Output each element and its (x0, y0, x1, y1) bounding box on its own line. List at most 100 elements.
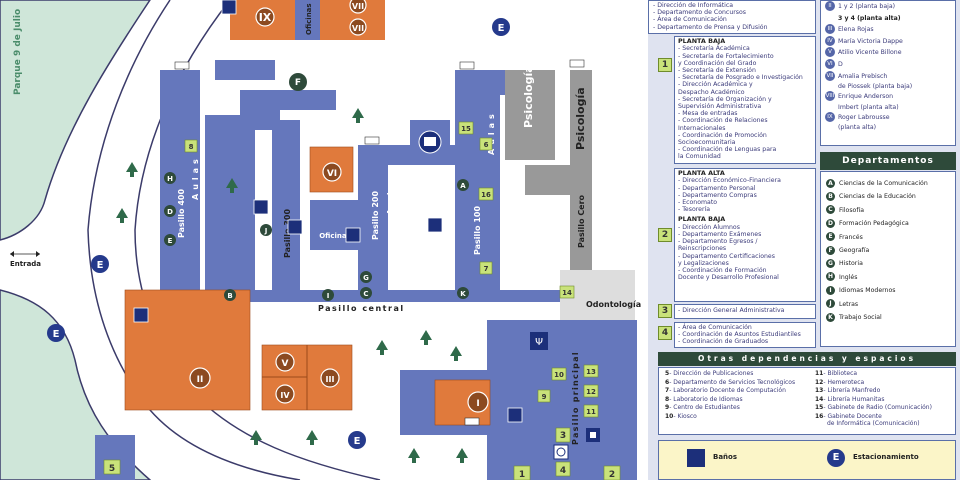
label-entrada: Entrada (10, 260, 41, 268)
legend-header: PLANTA ALTA (678, 169, 725, 177)
legend-line: - Coordinación de Graduados (678, 338, 769, 346)
legend-line: - Área de Comunicación (678, 324, 752, 331)
wing-row: 3 y 4 (planta alta) (825, 13, 951, 25)
label-pasillo-100: Pasillo 100 (473, 206, 482, 255)
legend-line: Supervisión Administrativa (678, 103, 762, 111)
svg-text:16: 16 (481, 191, 491, 199)
parking-marker-3: E (47, 324, 65, 342)
legend-line: - Mesa de entradas (678, 110, 738, 118)
svg-text:IV: IV (280, 391, 290, 400)
label-pasillo-400: Pasillo 400 (177, 189, 186, 238)
legend-line: Despacho Académico (678, 88, 745, 96)
wing-name: 1 y 2 (planta baja) (838, 3, 896, 10)
num-10: 10 (551, 367, 567, 381)
dept-marker-g: G (360, 271, 372, 283)
num-6: 6 (479, 137, 493, 151)
dept-name: Letras (839, 300, 859, 308)
svg-text:VII: VII (352, 2, 364, 11)
num-8: 8 (184, 139, 198, 153)
wing-name: (planta alta) (838, 124, 877, 132)
dept-badge: B (826, 191, 835, 201)
label-psicologia: Psicología (522, 65, 535, 128)
num-1: 1 (513, 465, 531, 480)
dept-badge: C (826, 205, 835, 215)
dept-name: Ciencias de la Educación (839, 193, 916, 201)
legend-line: - Departamento Compras (678, 191, 757, 199)
svg-text:VII: VII (352, 24, 364, 33)
wing-row: Imbert (planta alta) (825, 103, 951, 112)
svg-text:I: I (327, 292, 330, 300)
num-3: 3 (555, 427, 571, 443)
wing-badge: VIII (825, 91, 835, 102)
num-2: 2 (603, 465, 621, 480)
label-aulas-1: Aulas (191, 155, 200, 200)
wing-name: María Victoria Dappe (838, 37, 903, 45)
legend-line: - Departamento de Prensa y Difusión (653, 23, 768, 31)
svg-text:E: E (97, 260, 104, 271)
legend-line: - Departamento Exámenes (678, 231, 762, 239)
tree-icon (116, 108, 468, 463)
num-5: 5 (103, 459, 121, 475)
wing-badge: VI (825, 58, 835, 69)
legend-line: - Secretaría de Extensión (678, 67, 756, 75)
svg-text:12: 12 (586, 388, 596, 396)
label-pasillo-principal: Pasillo principal (571, 351, 580, 445)
wing-marker-ii: II (189, 367, 211, 389)
dept-badge: H (826, 272, 835, 282)
wing-badge: III (825, 24, 835, 35)
park-top-left (0, 0, 151, 241)
svg-text:6: 6 (484, 141, 489, 149)
wing-name: Atilio Vicente Billone (838, 49, 902, 57)
otras-row: de Informática (Comunicación) (827, 419, 920, 427)
wing-badge: V (825, 47, 835, 58)
wing-badge: VII (825, 70, 835, 81)
wing-marker-vi: VI (322, 162, 342, 182)
svg-text:E: E (354, 436, 361, 447)
num-13: 13 (583, 364, 599, 378)
dept-marker-d: D (164, 205, 176, 217)
legend-line: - Secretaría de Posgrado e Investigación (678, 74, 803, 82)
parking-icon: E (827, 449, 845, 467)
dept-name: Francés (839, 233, 863, 241)
wing-name: de Piossek (planta baja) (838, 83, 913, 91)
legend-line: - Departamento Egresos / (678, 238, 758, 246)
wing-marker-i: I (467, 391, 489, 413)
legend-line: - Secretaría Académica (678, 45, 750, 53)
dept-marker-h: H (164, 172, 176, 184)
parking-marker-1: E (492, 18, 510, 36)
dept-badge: F (826, 245, 835, 255)
dept-badge: J (826, 299, 835, 309)
wing-marker-vii-b: VII (349, 18, 367, 36)
dept-name: Formación Pedagógica (839, 220, 909, 228)
legend-line: Internacionales (678, 124, 726, 132)
legend-line: - Coordinación de Asuntos Estudiantiles (678, 331, 801, 339)
otras-row: 13- Librería Manfredo (815, 387, 881, 395)
legend-line: - Dirección de Informática (653, 2, 734, 9)
wing-marker-vii-a: VII (349, 0, 367, 14)
label-odontologia: Odontología (586, 300, 641, 309)
dept-name: Ciencias de la Comunicación (839, 180, 928, 187)
legend-line: - Dirección Económico-Financiera (678, 177, 781, 185)
legend-line: - Secretaría de Fortalecimiento (678, 52, 774, 60)
dept-badge: K (826, 312, 835, 322)
svg-text:2: 2 (609, 470, 615, 480)
svg-text:IX: IX (259, 11, 272, 24)
otras-row: 7- Laboratorio Docente de Computación (665, 387, 786, 395)
otras-row: 6- Departamento de Servicios Tecnológico… (665, 378, 796, 386)
otras-row: 14- Librería Humanitas (815, 395, 885, 403)
svg-text:5: 5 (109, 464, 115, 474)
label-oficinas-mid: Oficinas (319, 232, 351, 240)
otras-row: 11- Biblioteca (815, 370, 858, 377)
dept-name: Filosofía (839, 206, 865, 214)
dept-marker-k: K (457, 287, 469, 299)
legend-number-3: 3 (658, 304, 672, 318)
info-icon (586, 428, 600, 442)
svg-text:II: II (197, 375, 204, 385)
dept-row: C Filosofía (826, 204, 950, 217)
